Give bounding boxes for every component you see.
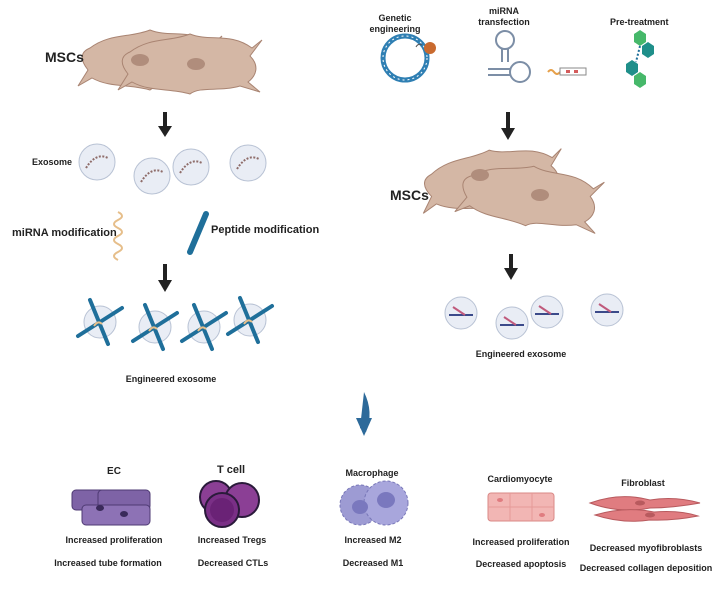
- left-arrow-1: [158, 112, 172, 137]
- ec-title: EC: [107, 466, 121, 477]
- peptide-modification-label: Peptide modification: [211, 224, 320, 236]
- peptide-rod-icon: [187, 211, 209, 255]
- mirna-label-line2: transfection: [478, 17, 530, 27]
- genetic-label-line2: engineering: [369, 24, 421, 34]
- right-msc-label: MSCs: [390, 187, 429, 203]
- fibroblast-title: Fibroblast: [621, 478, 665, 488]
- mirna-hairpin-icon: [488, 30, 587, 83]
- cardiomyocyte-effect-1: Increased proliferation: [472, 537, 570, 547]
- fibroblast-icon: [588, 496, 701, 522]
- right-msc-cluster: [416, 142, 606, 237]
- tcell-icon: [199, 480, 260, 528]
- macrophage-effect-2: Decreased M1: [342, 558, 404, 568]
- mirna-squiggle-icon: [113, 211, 123, 261]
- left-engineered-exosome-label: Engineered exosome: [125, 374, 217, 384]
- center-arrow: [356, 392, 372, 436]
- ec-effect-1: Increased proliferation: [65, 535, 163, 545]
- right-engineered-exosome-label: Engineered exosome: [475, 349, 567, 359]
- cardiomyocyte-icon: [487, 492, 555, 522]
- left-msc-cluster: [77, 29, 263, 95]
- left-msc-label: MSCs: [45, 49, 84, 65]
- hexagon-molecules-icon: [626, 30, 654, 88]
- macrophage-title: Macrophage: [345, 468, 399, 478]
- mirna-modification-label: miRNA modification: [12, 227, 117, 239]
- genetic-label-line1: Genetic: [378, 13, 412, 23]
- tcell-effect-2: Decreased CTLs: [197, 558, 269, 568]
- tcell-title: T cell: [216, 464, 246, 476]
- fibroblast-effect-2: Decreased collagen deposition: [579, 563, 713, 573]
- right-arrow-1: [501, 112, 515, 140]
- macrophage-icon: [339, 480, 409, 526]
- cardiomyocyte-effect-2: Decreased apoptosis: [475, 559, 567, 569]
- right-arrow-2: [504, 254, 518, 280]
- left-exosomes: [78, 143, 267, 195]
- left-engineered-exosomes: [76, 296, 274, 351]
- left-arrow-2: [158, 264, 172, 292]
- exosome-label: Exosome: [32, 157, 73, 167]
- plasmid-icon: [380, 33, 436, 83]
- fibroblast-effect-1: Decreased myofibroblasts: [589, 543, 703, 553]
- ec-effect-2: Increased tube formation: [54, 558, 162, 568]
- cardiomyocyte-title: Cardiomyocyte: [487, 474, 553, 484]
- macrophage-effect-1: Increased M2: [344, 535, 402, 545]
- pretreatment-label: Pre-treatment: [610, 17, 669, 27]
- mirna-label-line1: miRNA: [488, 6, 520, 16]
- ec-cells-icon: [71, 489, 151, 526]
- tcell-effect-1: Increased Tregs: [197, 535, 267, 545]
- right-engineered-exosomes: [444, 293, 624, 340]
